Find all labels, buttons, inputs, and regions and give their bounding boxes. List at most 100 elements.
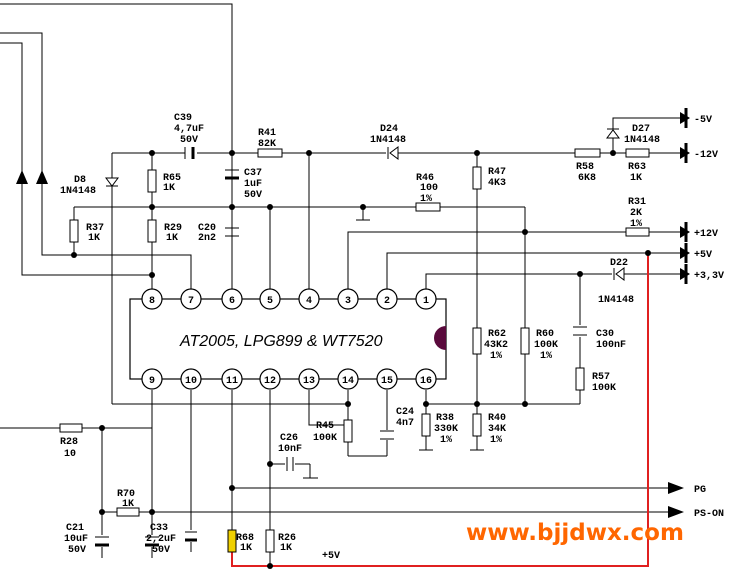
pin-number: 8 <box>149 296 155 307</box>
junction-dot <box>229 485 235 491</box>
pin-number: 10 <box>185 376 197 387</box>
junction-dot <box>360 204 366 210</box>
label-r62: R62 <box>488 329 506 340</box>
junction-dot <box>306 150 312 156</box>
junction-dot <box>149 150 155 156</box>
pin-number: 2 <box>384 296 390 307</box>
pin-7 <box>180 288 202 310</box>
resistor-r40 <box>472 413 482 437</box>
label-c26: C26 <box>280 433 298 444</box>
label-c21: C21 <box>66 523 84 534</box>
rail-p33v: +3,3V <box>694 271 724 282</box>
label-c20: 2n2 <box>198 233 216 244</box>
pin-number: 1 <box>423 296 429 307</box>
label-d24: 1N4148 <box>370 135 406 146</box>
pin-number: 3 <box>345 296 351 307</box>
label-r38: 1% <box>440 435 452 446</box>
label-r60: R60 <box>536 329 554 340</box>
label-r47: R47 <box>488 167 506 178</box>
label-r47: 4K3 <box>488 178 506 189</box>
terminals <box>668 108 690 518</box>
terminal-pg-icon <box>668 482 684 494</box>
label-r58: R58 <box>576 162 594 173</box>
label-r41: R41 <box>258 128 276 139</box>
label-c30: C30 <box>596 329 614 340</box>
pin-14 <box>337 368 359 390</box>
ic-package: AT2005, LPG899 & WT7520 <box>129 298 447 380</box>
pin-4 <box>298 288 320 310</box>
label-r57: 100K <box>592 383 616 394</box>
pin-number: 14 <box>342 376 354 387</box>
label-r63: 1K <box>630 173 642 184</box>
rail-p12v: +12V <box>694 229 718 240</box>
label-r31: 2K <box>630 208 642 219</box>
resistor-r29 <box>147 219 157 243</box>
highlight-5v-trace <box>231 253 649 567</box>
label-r68: 1K <box>240 543 252 554</box>
rail-m5v: -5V <box>694 115 712 126</box>
pin-6 <box>221 288 243 310</box>
label-d22: 1N4148 <box>598 295 634 306</box>
pin-5 <box>259 288 281 310</box>
junction-dot <box>474 401 480 407</box>
label-r37: R37 <box>86 223 104 234</box>
components <box>16 128 650 566</box>
pin-1 <box>415 288 437 310</box>
label-r60: 100K <box>534 340 558 351</box>
resistor-r37 <box>69 219 79 243</box>
resistor-r68 <box>227 529 237 553</box>
label-r41: 82K <box>258 139 276 150</box>
pin-15 <box>376 368 398 390</box>
label-r65: 1K <box>163 183 175 194</box>
label-r37: 1K <box>88 233 100 244</box>
junction-dot <box>267 204 273 210</box>
label-r58: 6K8 <box>578 173 596 184</box>
pin-12 <box>259 368 281 390</box>
watermark: www.bjjdwx.com <box>466 520 684 546</box>
junctions <box>71 150 651 569</box>
label-r40: 1% <box>490 435 502 446</box>
resistor-r70 <box>116 507 140 517</box>
label-r62: 43K2 <box>484 340 508 351</box>
resistor-r62 <box>472 327 482 355</box>
label-r60: 1% <box>540 351 552 362</box>
rail-bottom-5v: +5V <box>322 551 340 562</box>
label-r68: R68 <box>236 533 254 544</box>
label-c39: 4,7uF <box>174 124 204 135</box>
junction-dot <box>267 563 273 569</box>
label-r28: R28 <box>60 437 78 448</box>
label-r63: R63 <box>628 162 646 173</box>
pin-number: 4 <box>306 296 312 307</box>
pin-number: 16 <box>420 376 432 387</box>
rail-pson: PS-ON <box>694 509 724 520</box>
label-r46: 1% <box>420 194 432 205</box>
label-r38: R38 <box>436 413 454 424</box>
resistor-r26 <box>265 529 275 553</box>
rail-m12v: -12V <box>694 150 718 161</box>
label-r70: 1K <box>122 499 134 510</box>
junction-dot <box>345 401 351 407</box>
resistor-r41 <box>257 148 283 158</box>
label-c33: C33 <box>150 523 168 534</box>
label-r46: 100 <box>420 183 438 194</box>
junction-dot <box>99 509 105 515</box>
resistor-r46 <box>415 202 441 212</box>
label-c21: 10uF <box>64 534 88 545</box>
label-r62: 1% <box>490 351 502 362</box>
junction-dot <box>71 252 77 258</box>
pin-9 <box>141 368 163 390</box>
ic-label: AT2005, LPG899 & WT7520 <box>179 333 383 350</box>
junction-dot <box>610 150 616 156</box>
pin-number: 15 <box>381 376 393 387</box>
label-r40: 34K <box>488 424 506 435</box>
pin-2 <box>376 288 398 310</box>
label-c37: C37 <box>244 168 262 179</box>
resistor-r45 <box>343 419 353 443</box>
label-r38: 330K <box>434 424 458 435</box>
rail-p5v: +5V <box>694 250 712 261</box>
component-labels: C394,7uF50VR4182KD241N4148D271N4148R586K… <box>60 113 660 556</box>
pin-number: 13 <box>303 376 315 387</box>
pin-10 <box>180 368 202 390</box>
